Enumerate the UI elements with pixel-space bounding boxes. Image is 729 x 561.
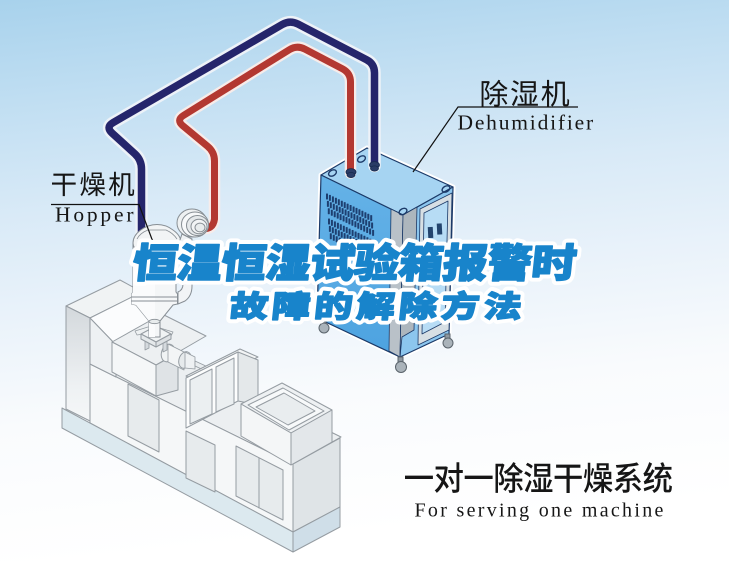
svg-text:Hopper: Hopper (55, 203, 136, 227)
svg-text:For serving one machine: For serving one machine (415, 500, 666, 522)
svg-text:Dehumidifier: Dehumidifier (458, 110, 595, 134)
